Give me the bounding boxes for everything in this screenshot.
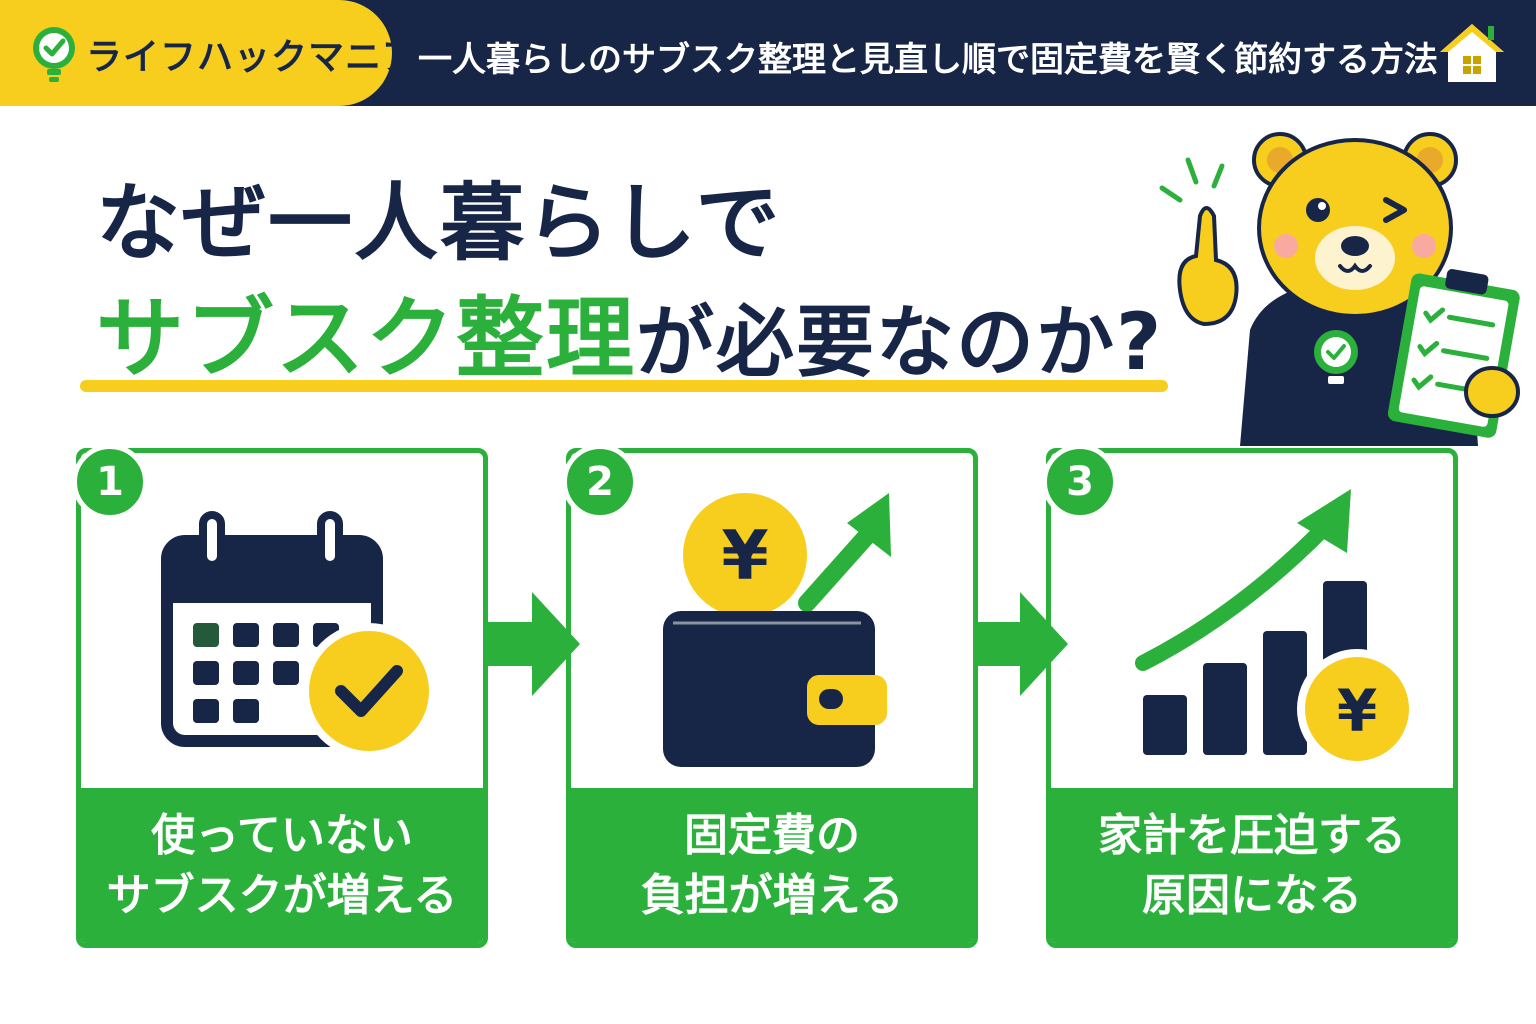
reason-card-3: ¥ 家計を圧迫する 原因になる — [1046, 448, 1458, 948]
card-caption: 固定費の 負担が増える — [571, 788, 973, 943]
card-caption: 使っていない サブスクが増える — [81, 788, 483, 943]
caption-line-1: 固定費の — [684, 809, 860, 861]
step-number-badge: 2 — [562, 444, 638, 520]
headline-underline — [80, 380, 1168, 392]
bear-mascot-illustration — [1159, 132, 1520, 446]
yen-symbol: ¥ — [721, 517, 768, 596]
caption-line-1: 使っていない — [151, 809, 413, 861]
flow-arrow-icon — [976, 592, 1068, 696]
header-bar: ライフハックマニア 一人暮らしのサブスク整理と見直し順で固定費を賢く節約する方法 — [0, 0, 1536, 106]
home-icon[interactable] — [1436, 20, 1508, 86]
calendar-check-icon — [161, 511, 437, 759]
wallet-yen-icon: ¥ — [663, 493, 891, 767]
page-title: 一人暮らしのサブスク整理と見直し順で固定費を賢く節約する方法 — [418, 40, 1438, 80]
caption-line-2: 負担が増える — [640, 869, 904, 921]
yen-symbol: ¥ — [1337, 677, 1377, 745]
lightbulb-check-icon — [33, 27, 75, 82]
caption-line-2: 原因になる — [1142, 869, 1362, 921]
reason-card-2: ¥ 固定費の 負担が増える — [566, 448, 978, 948]
step-number-badge: 3 — [1042, 444, 1118, 520]
brand-logo[interactable]: ライフハックマニア — [0, 0, 418, 106]
headline-line-2: サブスク整理が必要なのか? — [96, 268, 1163, 395]
flow-arrow-icon — [488, 592, 580, 696]
headline-line-1: なぜ一人暮らしで — [96, 174, 782, 272]
reason-card-1: 使っていない サブスクが増える — [76, 448, 488, 948]
brand-name: ライフハックマニア — [86, 37, 420, 78]
headline-highlight: サブスク整理 — [96, 287, 637, 390]
card-caption: 家計を圧迫する 原因になる — [1051, 788, 1453, 943]
growth-chart-yen-icon: ¥ — [1135, 489, 1417, 769]
caption-line-1: 家計を圧迫する — [1098, 809, 1406, 861]
headline-rest: が必要なのか? — [636, 298, 1164, 388]
step-number-badge: 1 — [72, 444, 148, 520]
caption-line-2: サブスクが増える — [106, 869, 458, 921]
